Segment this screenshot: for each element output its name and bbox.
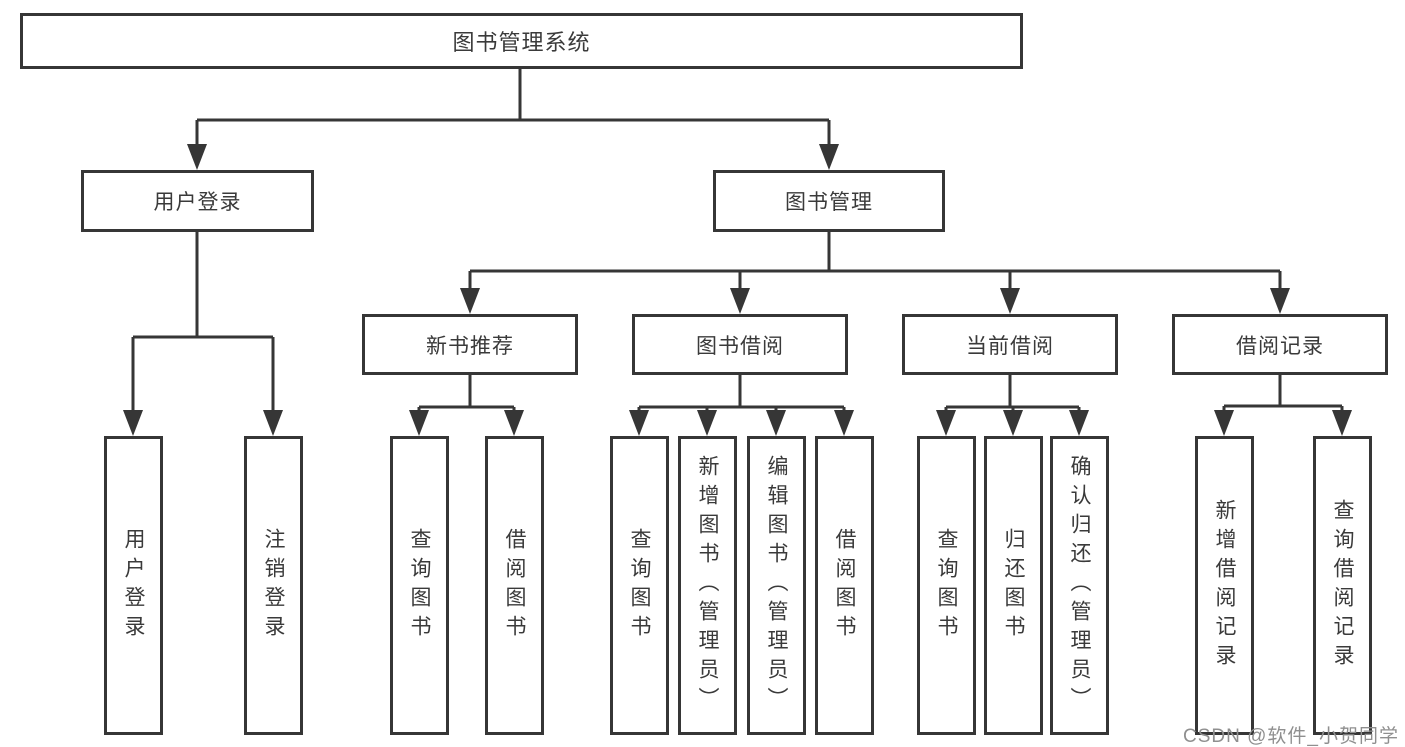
leaf-add-books-admin: 新增图书（管理员） xyxy=(678,436,737,735)
node-current-borrow: 当前借阅 xyxy=(902,314,1118,375)
arrowhead-down-icon xyxy=(766,410,786,436)
arrowhead-down-icon xyxy=(1270,288,1290,314)
leaf-search-books-newbooks: 查询图书 xyxy=(390,436,449,735)
node-label: 查询图书 xyxy=(408,527,431,644)
arrowhead-down-icon xyxy=(409,410,429,436)
connector-new-books-children xyxy=(409,375,524,436)
connector-book-borrow-children xyxy=(629,375,854,436)
arrowhead-down-icon xyxy=(504,410,524,436)
connector-line xyxy=(468,232,1282,290)
node-label: 新增图书（管理员） xyxy=(696,455,719,716)
connector-current-borrow-children xyxy=(936,375,1089,436)
connector-borrow-records-children xyxy=(1214,375,1352,436)
arrowhead-down-icon xyxy=(1069,410,1089,436)
leaf-search-books-current: 查询图书 xyxy=(917,436,976,735)
connector-line xyxy=(1222,375,1344,414)
node-borrow-records: 借阅记录 xyxy=(1172,314,1388,375)
leaf-user-login: 用户登录 xyxy=(104,436,163,735)
node-label: 查询图书 xyxy=(628,527,651,644)
node-label: 新增借阅记录 xyxy=(1213,498,1236,673)
leaf-return-books: 归还图书 xyxy=(984,436,1043,735)
arrowhead-down-icon xyxy=(819,144,839,170)
arrowhead-down-icon xyxy=(1332,410,1352,436)
connector-line xyxy=(195,69,831,146)
node-label: 图书管理系统 xyxy=(452,30,591,55)
arrowhead-down-icon xyxy=(730,288,750,314)
connector-root-to-level2 xyxy=(187,69,839,170)
arrowhead-down-icon xyxy=(936,410,956,436)
node-root-system: 图书管理系统 xyxy=(20,13,1023,69)
node-label: 借阅记录 xyxy=(1236,334,1324,358)
arrowhead-down-icon xyxy=(629,410,649,436)
node-label: 借阅图书 xyxy=(833,527,856,644)
node-label: 当前借阅 xyxy=(966,334,1054,358)
node-label: 确认归还（管理员） xyxy=(1068,455,1091,716)
arrowhead-down-icon xyxy=(1214,410,1234,436)
node-book-management: 图书管理 xyxy=(713,170,945,232)
connector-book-management-children xyxy=(460,232,1290,314)
node-label: 借阅图书 xyxy=(503,527,526,644)
connector-line xyxy=(131,232,275,412)
node-book-borrow: 图书借阅 xyxy=(632,314,848,375)
node-label: 用户登录 xyxy=(122,527,145,644)
leaf-search-borrow-record: 查询借阅记录 xyxy=(1313,436,1372,735)
node-label: 查询图书 xyxy=(935,527,958,644)
node-user-login: 用户登录 xyxy=(81,170,314,232)
node-label: 归还图书 xyxy=(1002,527,1025,644)
arrowhead-down-icon xyxy=(697,410,717,436)
leaf-borrow-books-borrow: 借阅图书 xyxy=(815,436,874,735)
arrowhead-down-icon xyxy=(460,288,480,314)
node-label: 注销登录 xyxy=(262,527,285,644)
node-label: 用户登录 xyxy=(153,191,242,214)
arrowhead-down-icon xyxy=(123,410,143,436)
leaf-logout: 注销登录 xyxy=(244,436,303,735)
connector-user-login-children xyxy=(123,232,283,436)
node-label: 图书管理 xyxy=(785,191,873,214)
arrowhead-down-icon xyxy=(1003,410,1023,436)
node-label: 新书推荐 xyxy=(426,334,514,358)
arrowhead-down-icon xyxy=(1000,288,1020,314)
arrowhead-down-icon xyxy=(834,410,854,436)
node-new-books: 新书推荐 xyxy=(362,314,578,375)
node-label: 查询借阅记录 xyxy=(1331,498,1354,673)
leaf-confirm-return-admin: 确认归还（管理员） xyxy=(1050,436,1109,735)
leaf-add-borrow-record: 新增借阅记录 xyxy=(1195,436,1254,735)
leaf-search-books-borrow: 查询图书 xyxy=(610,436,669,735)
node-label: 编辑图书（管理员） xyxy=(765,455,788,716)
connector-line xyxy=(637,375,846,414)
arrowhead-down-icon xyxy=(187,144,207,170)
connector-line xyxy=(944,375,1081,414)
connector-line xyxy=(417,375,516,414)
node-label: 图书借阅 xyxy=(696,334,784,358)
leaf-borrow-books-newbooks: 借阅图书 xyxy=(485,436,544,735)
leaf-edit-books-admin: 编辑图书（管理员） xyxy=(747,436,806,735)
arrowhead-down-icon xyxy=(263,410,283,436)
csdn-watermark: CSDN @软件_小贺同学 xyxy=(1183,726,1399,747)
